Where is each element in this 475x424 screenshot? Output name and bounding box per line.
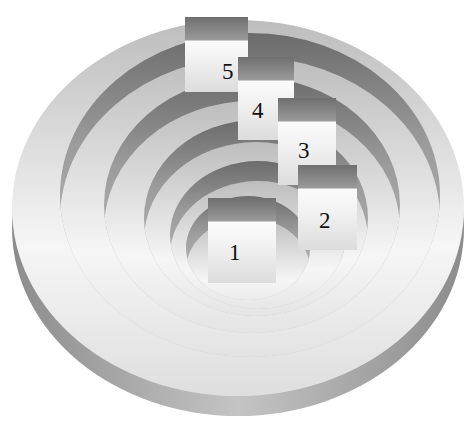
callout-number: 5 <box>222 59 234 85</box>
ring-floor <box>60 57 440 381</box>
callout-number: 2 <box>319 208 331 234</box>
numbered-block: 2 <box>298 165 357 250</box>
numbered-block: 1 <box>208 198 276 283</box>
callout-number: 4 <box>252 98 264 124</box>
callout-number: 1 <box>229 240 241 266</box>
ring-floor <box>144 142 368 338</box>
callout-number: 3 <box>298 138 310 164</box>
outer-ring <box>12 20 464 396</box>
